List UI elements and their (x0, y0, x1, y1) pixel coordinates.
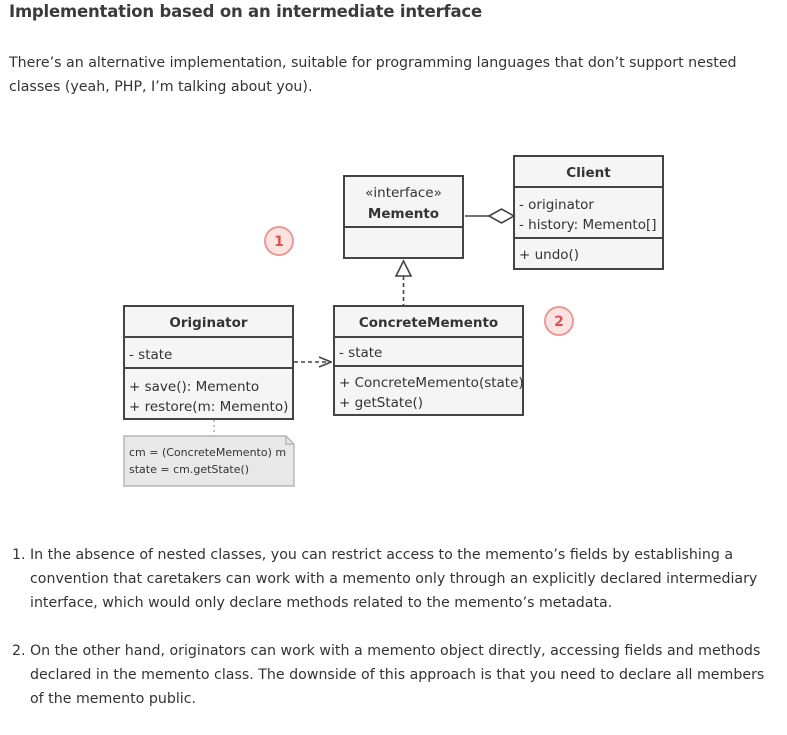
svg-text:2: 2 (554, 314, 564, 330)
explanation-list: 1. In the absence of nested classes, you… (12, 543, 780, 735)
note-line: cm = (ConcreteMemento) m (129, 446, 286, 459)
client-box: Client - originator - history: Memento[]… (513, 155, 664, 270)
list-item-text: On the other hand, originators can work … (30, 643, 765, 707)
svg-text:1: 1 (274, 234, 284, 250)
client-name: Client (566, 165, 611, 181)
step-marker-1: 1 (264, 226, 294, 256)
code-note: cm = (ConcreteMemento) m state = cm.getS… (123, 435, 295, 487)
list-item: 1. In the absence of nested classes, you… (12, 543, 780, 615)
list-item: 2. On the other hand, originators can wo… (12, 639, 780, 711)
intro-paragraph: There’s an alternative implementation, s… (9, 55, 737, 95)
concrete-memento-box: ConcreteMemento - state + ConcreteMement… (333, 305, 524, 416)
memento-interface-box: «interface» Memento (343, 175, 464, 259)
concrete-memento-field: - state (339, 345, 382, 361)
section-heading: Implementation based on an intermediate … (9, 2, 483, 21)
note-line: state = cm.getState() (129, 463, 249, 476)
memento-name: Memento (368, 206, 439, 222)
realization-connector (394, 259, 413, 306)
list-item-number: 2. (12, 643, 26, 659)
concrete-memento-method: + getState() (339, 395, 423, 411)
memento-stereotype: «interface» (365, 185, 442, 201)
originator-field: - state (129, 347, 172, 363)
originator-box: Originator - state + save(): Memento + r… (123, 305, 294, 420)
uml-diagram: «interface» Memento Client - originator … (123, 155, 664, 487)
client-field: - history: Memento[] (519, 217, 657, 233)
originator-method: + restore(m: Memento) (129, 399, 288, 415)
concrete-memento-name: ConcreteMemento (359, 315, 498, 331)
client-field: - originator (519, 197, 594, 213)
concrete-memento-method: + ConcreteMemento(state) (339, 375, 524, 391)
client-method: + undo() (519, 247, 579, 263)
aggregation-connector (465, 208, 516, 224)
list-item-number: 1. (12, 547, 26, 563)
originator-name: Originator (169, 315, 248, 331)
originator-method: + save(): Memento (129, 379, 259, 395)
list-item-text: In the absence of nested classes, you ca… (30, 547, 758, 611)
step-marker-2: 2 (544, 306, 574, 336)
